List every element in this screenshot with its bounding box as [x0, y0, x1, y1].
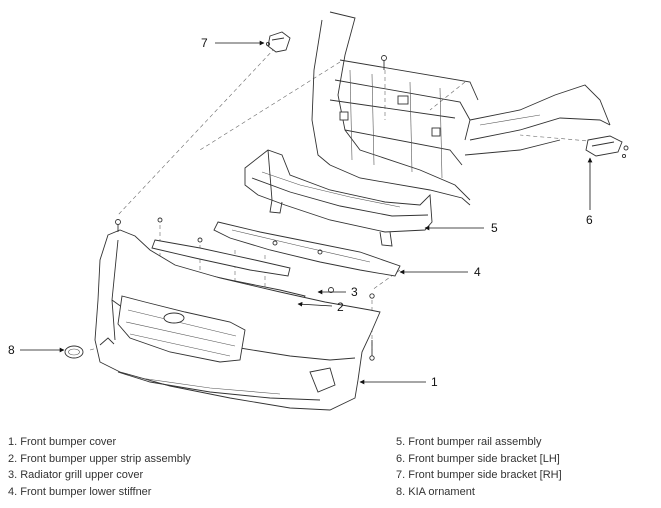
bumper-lower-stiffener: [213, 221, 401, 277]
callout-8: 8: [8, 343, 15, 357]
legend-item: 3. Radiator grill upper cover: [8, 469, 144, 481]
legend-item: 2. Front bumper upper strip assembly: [8, 452, 191, 465]
legend-item: 5. Front bumper rail assembly: [396, 436, 542, 448]
callout-leader-lines: [20, 40, 593, 385]
callout-5: 5: [491, 221, 498, 235]
kia-ornament: [64, 345, 84, 359]
callout-1: 1: [431, 375, 438, 389]
bumper-rail-assembly: [244, 149, 433, 247]
radiator-support-body: [311, 11, 611, 206]
callout-labels: 7 6 5 4 3 2 1 8: [8, 36, 593, 389]
callout-7: 7: [201, 36, 208, 50]
side-bracket-lh: [585, 135, 629, 159]
legend-item: 6. Front bumper side bracket [LH]: [396, 452, 560, 465]
bumper-cover: [94, 217, 381, 411]
legend-item: 8. KIA ornament: [396, 485, 475, 498]
callout-6: 6: [586, 213, 593, 227]
parts-legend-left: 1. Front bumper cover 2. Front bumper up…: [8, 434, 191, 500]
legend-item: 4. Front bumper lower stiffner: [8, 485, 152, 498]
callout-4: 4: [474, 265, 481, 279]
legend-item: 1. Front bumper cover: [8, 436, 117, 448]
side-bracket-rh: [265, 31, 291, 53]
callout-3: 3: [351, 285, 358, 299]
legend-item: 7. Front bumper side bracket [RH]: [396, 469, 562, 481]
radiator-grill-upper-cover: [151, 239, 334, 293]
callout-2: 2: [337, 300, 344, 314]
parts-legend-right: 5. Front bumper rail assembly 6. Front b…: [396, 434, 562, 500]
